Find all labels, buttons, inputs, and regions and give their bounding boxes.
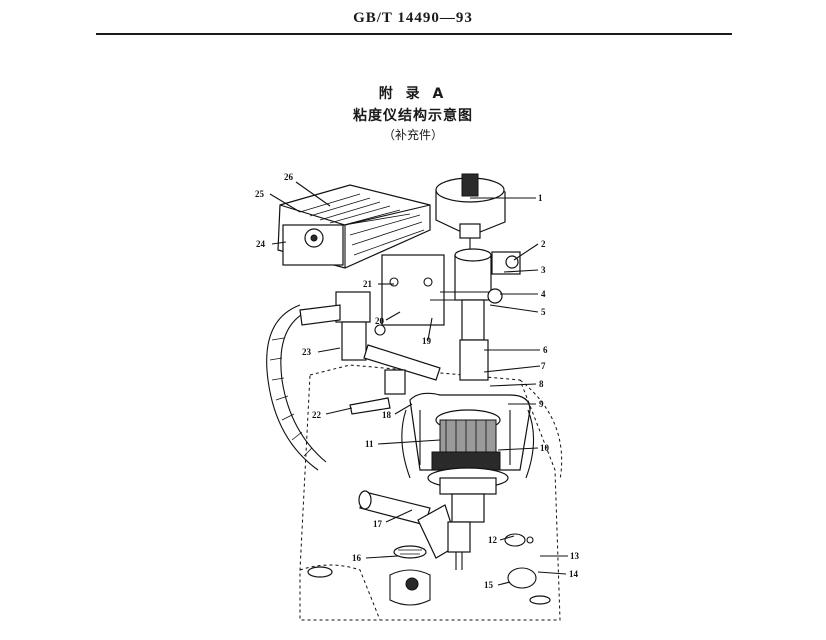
valve-manifold xyxy=(299,291,441,415)
callout-15: 15 xyxy=(484,580,494,590)
callout-23: 23 xyxy=(302,347,312,357)
motor-assembly xyxy=(435,173,506,252)
callout-12: 12 xyxy=(488,535,498,545)
recorder-unit xyxy=(277,184,431,269)
callout-2: 2 xyxy=(541,239,546,249)
appendix-label: 附 录 A xyxy=(378,86,448,102)
gear-housing xyxy=(381,248,521,381)
callout-9: 9 xyxy=(539,399,544,409)
callout-25: 25 xyxy=(255,189,265,199)
callout-24: 24 xyxy=(256,239,266,249)
callout-5: 5 xyxy=(541,307,546,317)
standard-code: GB/T 14490—93 xyxy=(353,10,473,26)
callout-18: 18 xyxy=(382,410,392,420)
callout-1: 1 xyxy=(538,193,543,203)
callout-16: 16 xyxy=(352,553,362,563)
discharge-arm xyxy=(358,490,471,570)
callout-17: 17 xyxy=(373,519,383,529)
callout-4: 4 xyxy=(541,289,546,299)
callout-8: 8 xyxy=(539,379,544,389)
callout-3: 3 xyxy=(541,265,546,275)
callout-13: 13 xyxy=(570,551,580,561)
header-rule xyxy=(96,33,732,35)
callout-labels: 1 2 3 4 5 6 7 8 9 10 11 12 13 14 15 16 1… xyxy=(255,172,580,590)
appendix-title: 粘度仪结构示意图 xyxy=(353,108,473,124)
callout-26: 26 xyxy=(284,172,294,182)
callout-19: 19 xyxy=(422,336,432,346)
callout-21: 21 xyxy=(363,279,373,289)
base-cabinet xyxy=(299,364,563,621)
appendix-note: （补充件） xyxy=(382,128,443,142)
callout-11: 11 xyxy=(365,439,374,449)
callout-10: 10 xyxy=(540,443,550,453)
leader-lines xyxy=(269,181,568,586)
test-chamber xyxy=(401,392,535,523)
flexible-hose xyxy=(266,304,327,471)
callout-7: 7 xyxy=(541,361,546,371)
callout-22: 22 xyxy=(312,410,322,420)
callout-14: 14 xyxy=(569,569,579,579)
callout-6: 6 xyxy=(543,345,548,355)
callout-20: 20 xyxy=(375,316,385,326)
